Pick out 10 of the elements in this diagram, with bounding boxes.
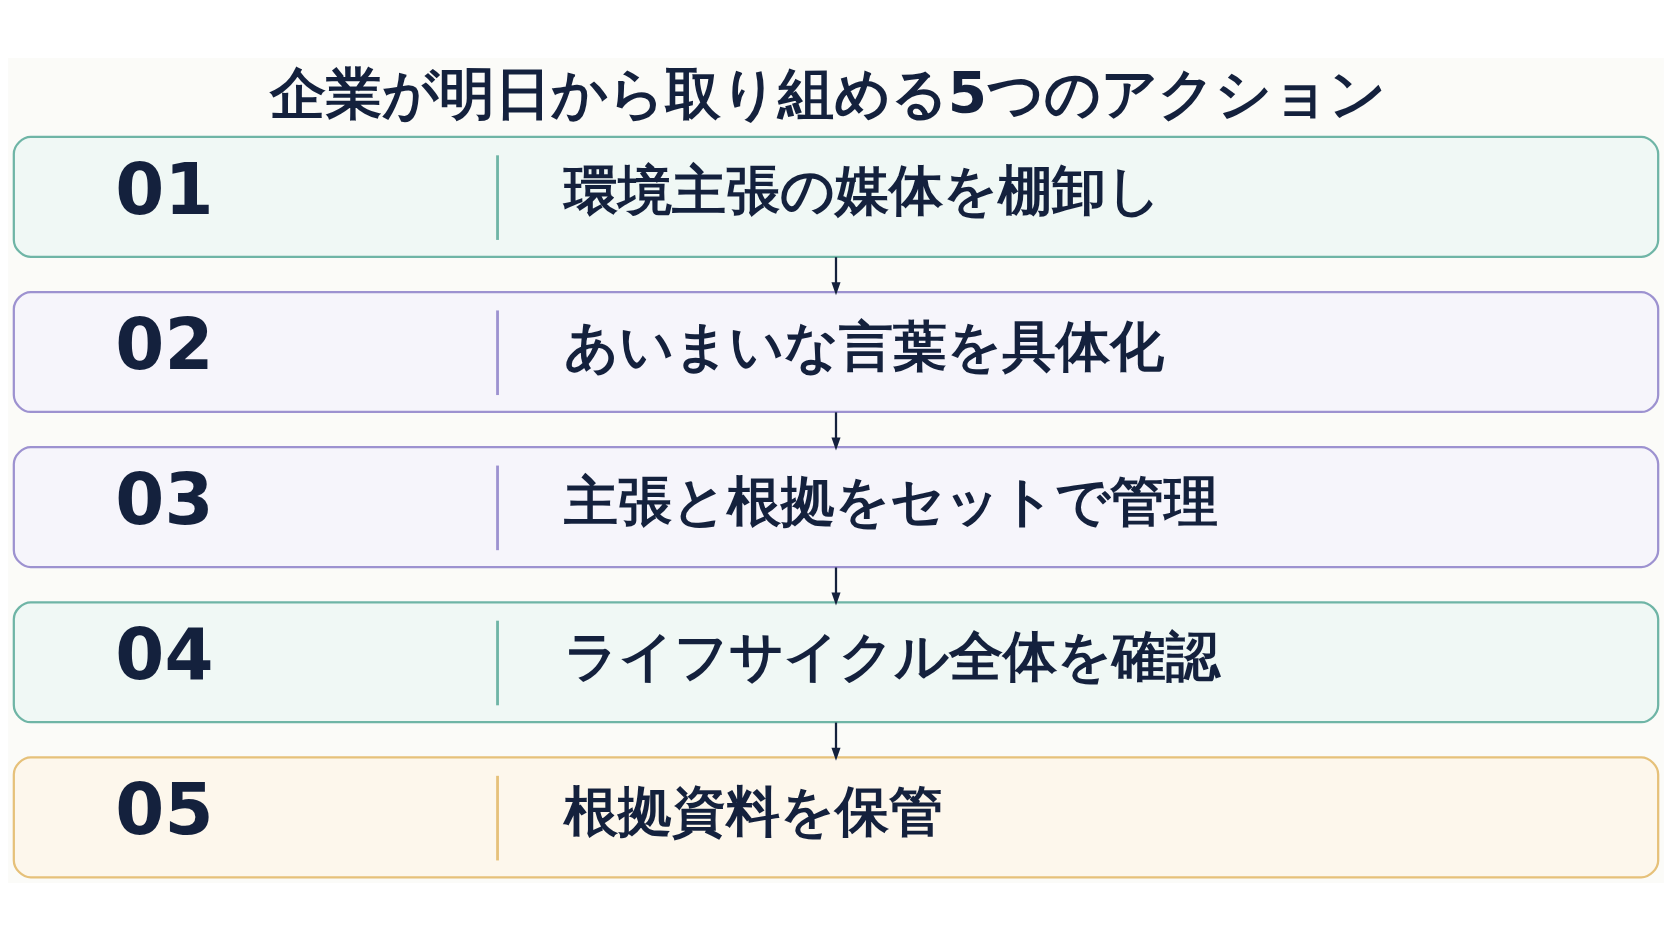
node-box: 04 ライフサイクル全体を確認 [12,601,1660,724]
arrow [831,257,841,296]
diagram-title: 企業が明日から取り組める5つのアクション [269,61,1387,126]
node-box: 03 主張と根拠をセットで管理 [12,446,1660,569]
arrow [831,567,841,606]
node-box: 02 あいまいな言葉を具体化 [12,290,1660,414]
arrow [831,722,841,761]
arrow [831,412,841,451]
node-box: 01 環境主張の媒体を棚卸し [12,135,1660,258]
node-box: 05 根拠資料を保管 [12,756,1660,879]
